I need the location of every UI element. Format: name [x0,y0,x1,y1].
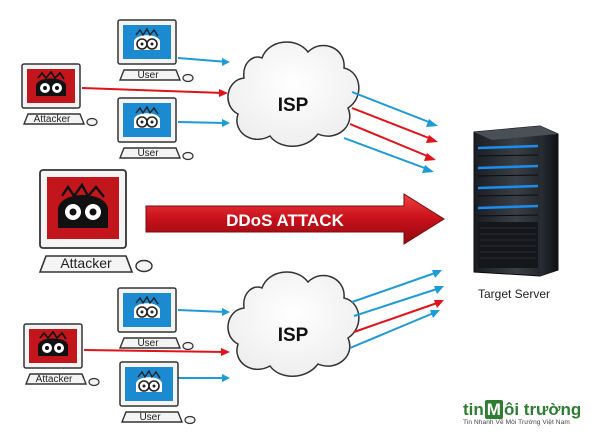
isp-label-bottom: ISP [278,325,309,346]
target-server: Target Server [473,125,559,301]
user-face-icon [134,27,160,50]
user-label: User [137,70,159,81]
user-label: User [139,412,161,423]
logo-rest: ôi trường [503,400,582,419]
attacker-computer-bottom: Attacker [23,323,100,387]
attacker-label: Attacker [34,114,71,125]
ddos-attack-label: DDoS ATTACK [226,211,344,230]
logo-tin: tin [463,400,484,419]
isp-label-top: ISP [278,95,309,116]
user-face-icon [134,295,160,318]
user-face-icon [134,105,160,128]
attacker-main-label: Attacker [60,255,112,271]
user-computer-top-1: User [117,19,194,83]
attacker-face-icon [58,182,108,228]
user-label: User [137,338,159,349]
logo-m-badge: M [484,400,503,419]
attacker-computer-top: Attacker [21,63,98,127]
user-computer-bottom-2: User [119,361,196,425]
attacker-face-icon [36,70,66,96]
arrows-isp-bottom-to-server [349,270,444,349]
attacker-face-icon [38,330,68,356]
logo-tagline: Tin Nhanh Về Môi Trường Việt Nam [463,419,570,426]
ddos-attack-arrow: DDoS ATTACK [145,193,445,245]
arrows-isp-top-to-server [343,91,438,173]
user-label: User [137,148,159,159]
isp-cloud-bottom: ISP [227,271,360,377]
server-icon [473,125,559,277]
user-computer-top-2: User [117,97,194,161]
user-computer-bottom-1: User [117,287,194,351]
arrows-to-isp-top [81,57,230,127]
attacker-label: Attacker [36,374,73,385]
arrows-to-isp-bottom [83,308,230,382]
target-server-label: Target Server [478,287,550,301]
isp-cloud-top: ISP [227,41,360,147]
attacker-computer-main: Attacker [38,169,153,273]
user-face-icon [136,369,162,392]
